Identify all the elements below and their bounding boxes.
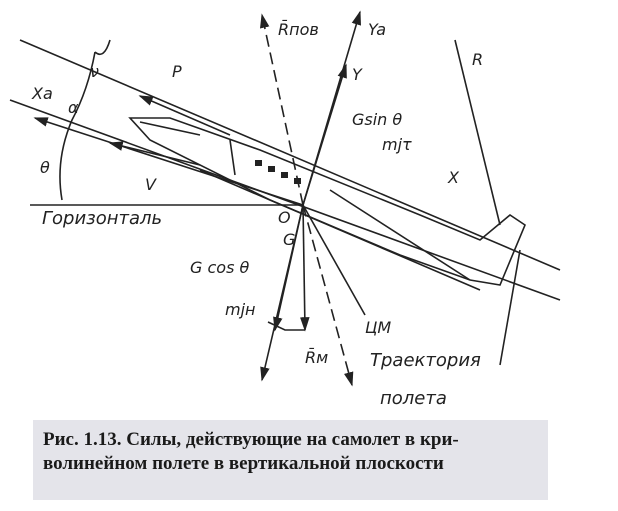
label-o: O — [278, 208, 291, 227]
xa-arrow — [33, 117, 304, 206]
airplane — [128, 117, 526, 291]
label-cm: ЦМ — [365, 318, 392, 337]
g-arrow — [299, 204, 310, 332]
cm-line — [302, 204, 366, 316]
label-theta: θ — [40, 158, 50, 177]
ya-arrow — [302, 10, 361, 206]
label-xa: Xa — [32, 84, 53, 103]
angle-arcs — [59, 39, 111, 201]
label-mjn: mjн — [225, 300, 256, 319]
label-p: P — [172, 62, 182, 81]
p-arrow — [138, 95, 231, 136]
label-trajectory: Траектория — [370, 350, 481, 371]
label-rpov: R̄пов — [278, 20, 319, 39]
mjn-arrow — [260, 204, 304, 382]
label-gcos: G cos θ — [190, 258, 250, 277]
label-g: G — [283, 230, 296, 249]
force-diagram — [9, 10, 561, 387]
label-alpha: α — [68, 98, 79, 117]
v-arrow — [108, 141, 201, 166]
fuselage-axis — [19, 39, 561, 271]
caption-line-2: волинейном полете в вертикальной плоскос… — [43, 453, 444, 474]
label-r: R — [472, 50, 484, 69]
label-flight: полета — [380, 388, 447, 409]
label-horizontal: Горизонталь — [42, 208, 163, 229]
traj-leader — [499, 249, 521, 366]
rpov-arrow — [260, 13, 304, 206]
label-ya: Ya — [368, 20, 387, 39]
figure-caption: Рис. 1.13. Силы, действующие на самолет … — [33, 420, 548, 500]
caption-line-1: Рис. 1.13. Силы, действующие на самолет … — [43, 429, 459, 450]
label-gsin: Gsin θ — [352, 110, 403, 129]
label-nu: ν — [90, 62, 99, 81]
gcos-bracket — [267, 321, 305, 331]
label-v: V — [145, 175, 156, 194]
r-radius-line — [454, 39, 501, 226]
label-rm: R̄м — [305, 348, 329, 367]
trajectory-line — [9, 99, 561, 301]
label-mjt: mjτ — [382, 135, 412, 154]
rm-arrow — [302, 204, 354, 387]
label-y: Y — [352, 65, 362, 84]
label-x: X — [448, 168, 459, 187]
